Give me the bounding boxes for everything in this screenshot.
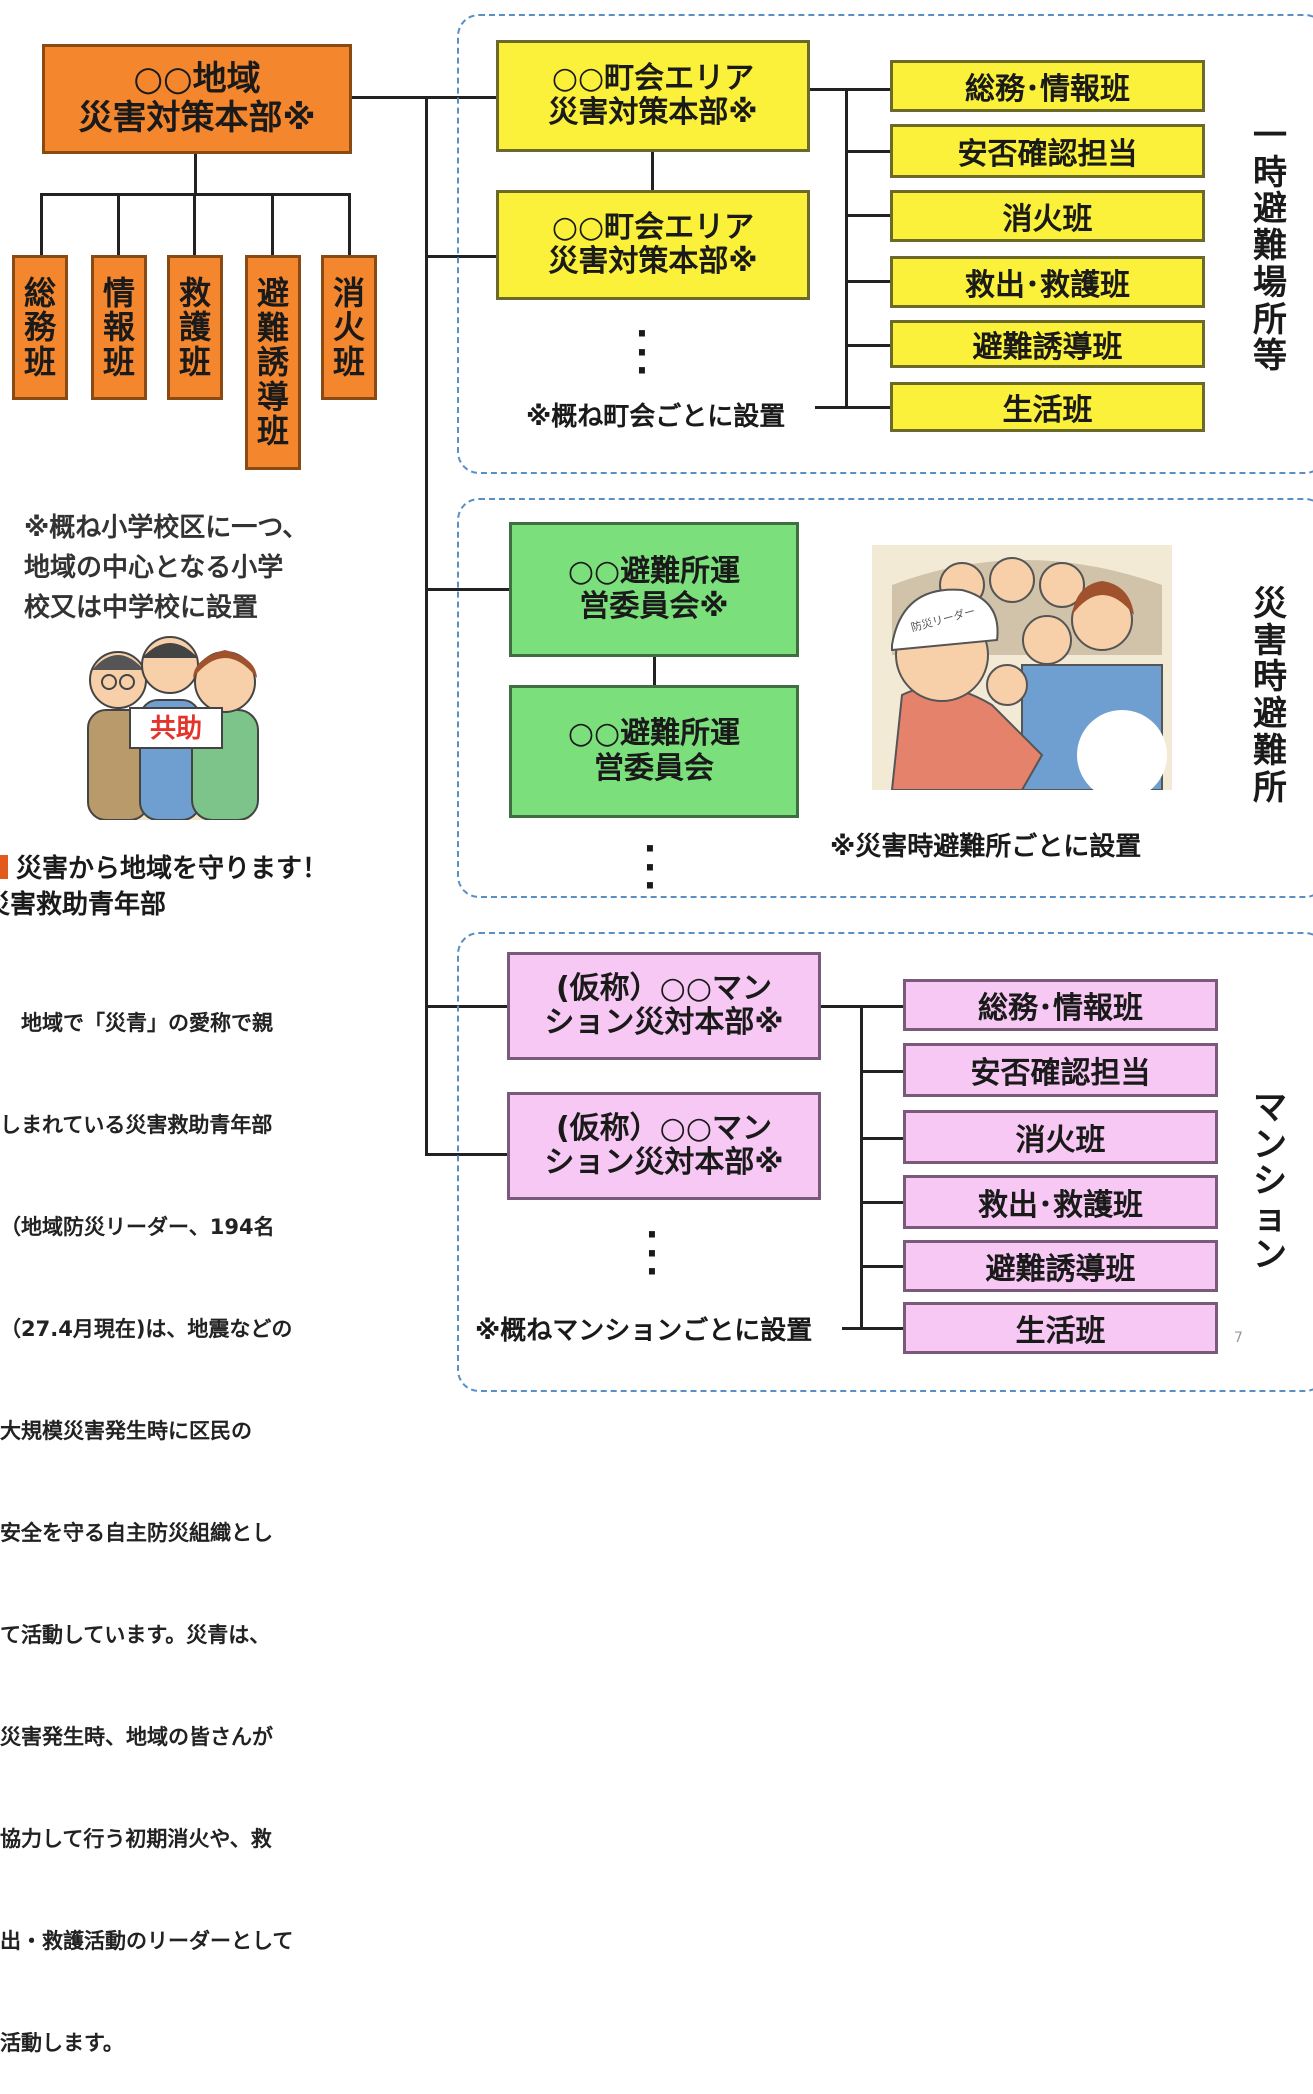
- town-hq-line1: ○○町会エリア: [551, 209, 755, 245]
- hq-team-label: 総務班: [23, 273, 56, 381]
- shelter-committee-line2: 営委員会: [594, 750, 714, 786]
- seinen-title-1: 災害から地域を守ります！: [16, 854, 329, 884]
- town-hq-line2: 災害対策本部※: [548, 95, 758, 130]
- hq-note-line: 地域の中心となる小学: [24, 553, 284, 583]
- town-hq-line2: 災害対策本部※: [548, 244, 758, 279]
- regional-hq-line2: 災害対策本部※: [78, 98, 316, 138]
- seinen-body-line: （地域防災リーダー、194名: [0, 1215, 275, 1239]
- panel-disaster-shelter: [457, 498, 1313, 898]
- shelter-committee-box-1: ○○避難所運 営委員会※: [509, 522, 799, 657]
- panel3-note: ※概ねマンションごとに設置: [475, 1316, 813, 1346]
- panel2-note: ※災害時避難所ごとに設置: [830, 832, 1142, 862]
- panel3-team-3: 救出･救護班: [903, 1175, 1218, 1229]
- panel2-ellipsis: ···: [643, 829, 657, 907]
- mansion-hq-box-1: (仮称）○○マン ション災対本部※: [507, 952, 821, 1060]
- regional-hq-line1: ○○地域: [133, 58, 261, 99]
- hq-team-kyugo: 救護班: [167, 255, 223, 400]
- panel-temporary-evacuation: [457, 14, 1313, 474]
- mansion-hq-line1: (仮称）○○マン: [555, 1110, 773, 1146]
- mansion-hq-box-2: (仮称）○○マン ション災対本部※: [507, 1092, 821, 1200]
- panel3-team-2: 消火班: [903, 1110, 1218, 1164]
- hq-team-label: 消火班: [332, 273, 365, 381]
- panel3-team-1: 安否確認担当: [903, 1043, 1218, 1097]
- shelter-committee-line1: ○○避難所運: [567, 716, 741, 751]
- shelter-committee-line1: ○○避難所運: [567, 554, 741, 589]
- hq-team-label: 避難誘導班: [256, 274, 289, 451]
- town-hq-box-2: ○○町会エリア 災害対策本部※: [496, 190, 810, 300]
- mansion-hq-line2: ション災対本部※: [544, 1005, 784, 1040]
- hq-team-label: 救護班: [178, 273, 211, 381]
- regional-hq-box: ○○地域 災害対策本部※: [42, 44, 352, 154]
- town-hq-box-1: ○○町会エリア 災害対策本部※: [496, 40, 810, 152]
- seinen-body-line: （27.4月現在)は、地震などの: [0, 1317, 293, 1341]
- panel3-side-label: マンション: [1253, 1088, 1287, 1275]
- seinen-body: 地域で「災青」の愛称で親 しまれている災害救助青年部 （地域防災リーダー、194…: [0, 938, 293, 2094]
- shelter-crowd-illustration: 防災リーダー: [872, 545, 1172, 790]
- town-hq-line1: ○○町会エリア: [551, 60, 755, 96]
- hq-note: ※概ね小学校区に一つ、 地域の中心となる小学 校又は中学校に設置: [24, 508, 308, 628]
- shelter-committee-box-2: ○○避難所運 営委員会: [509, 685, 799, 818]
- hq-team-hinan: 避難誘導班: [245, 255, 301, 470]
- panel1-team-1: 安否確認担当: [890, 124, 1205, 178]
- hq-stem: [194, 154, 197, 194]
- panel1-note: ※概ね町会ごとに設置: [526, 402, 786, 432]
- mansion-hq-line1: (仮称）○○マン: [555, 970, 773, 1006]
- hq-team-joho: 情報班: [91, 255, 147, 400]
- hq-team-somu: 総務班: [12, 255, 68, 400]
- shelter-committee-line2: 営委員会※: [579, 588, 729, 624]
- panel1-side-label: 一時避難場所等: [1253, 116, 1287, 377]
- seinen-body-line: 出・救護活動のリーダーとして: [0, 1929, 294, 1953]
- page-number: 7: [1234, 1330, 1243, 1346]
- seinen-title-marker: [0, 855, 8, 879]
- seinen-body-line: 活動します。: [0, 2031, 124, 2055]
- panel2-side-label: 災害時避難所: [1253, 584, 1287, 808]
- panel-mansion: [457, 932, 1313, 1392]
- hq-trunk-horizontal: [352, 96, 427, 99]
- seinen-body-line: しまれている災害救助青年部: [0, 1113, 273, 1137]
- kyojo-illustration: 共助: [87, 636, 259, 820]
- hq-note-line: ※概ね小学校区に一つ、: [24, 513, 309, 543]
- hq-team-label: 情報班: [102, 273, 135, 381]
- seinen-body-line: 地域で「災青」の愛称で親: [0, 1011, 273, 1035]
- hq-note-line: 校又は中学校に設置: [24, 593, 259, 623]
- seinen-body-line: 安全を守る自主防災組織とし: [0, 1521, 273, 1545]
- panel1-team-5: 生活班: [890, 382, 1205, 432]
- panel3-team-5: 生活班: [903, 1302, 1218, 1354]
- seinen-body-line: 協力して行う初期消火や、救: [0, 1827, 272, 1851]
- seinen-body-line: 災害発生時、地域の皆さんが: [0, 1725, 273, 1749]
- kyojo-label: 共助: [150, 714, 202, 744]
- panel3-ellipsis: ···: [645, 1215, 659, 1293]
- panel3-team-0: 総務･情報班: [903, 979, 1218, 1031]
- panel1-team-4: 避難誘導班: [890, 320, 1205, 368]
- hq-team-shoka: 消火班: [321, 255, 377, 400]
- panel1-team-0: 総務･情報班: [890, 60, 1205, 112]
- panel1-team-3: 救出･救護班: [890, 256, 1205, 308]
- panel1-ellipsis: ···: [635, 314, 649, 392]
- seinen-title-2: 災害救助青年部: [0, 890, 167, 920]
- mansion-hq-line2: ション災対本部※: [544, 1145, 784, 1180]
- panel3-team-4: 避難誘導班: [903, 1240, 1218, 1292]
- seinen-body-line: て活動しています。災青は、: [0, 1623, 271, 1647]
- main-trunk: [425, 96, 428, 1156]
- panel1-team-2: 消火班: [890, 190, 1205, 242]
- seinen-body-line: 大規模災害発生時に区民の: [0, 1419, 252, 1443]
